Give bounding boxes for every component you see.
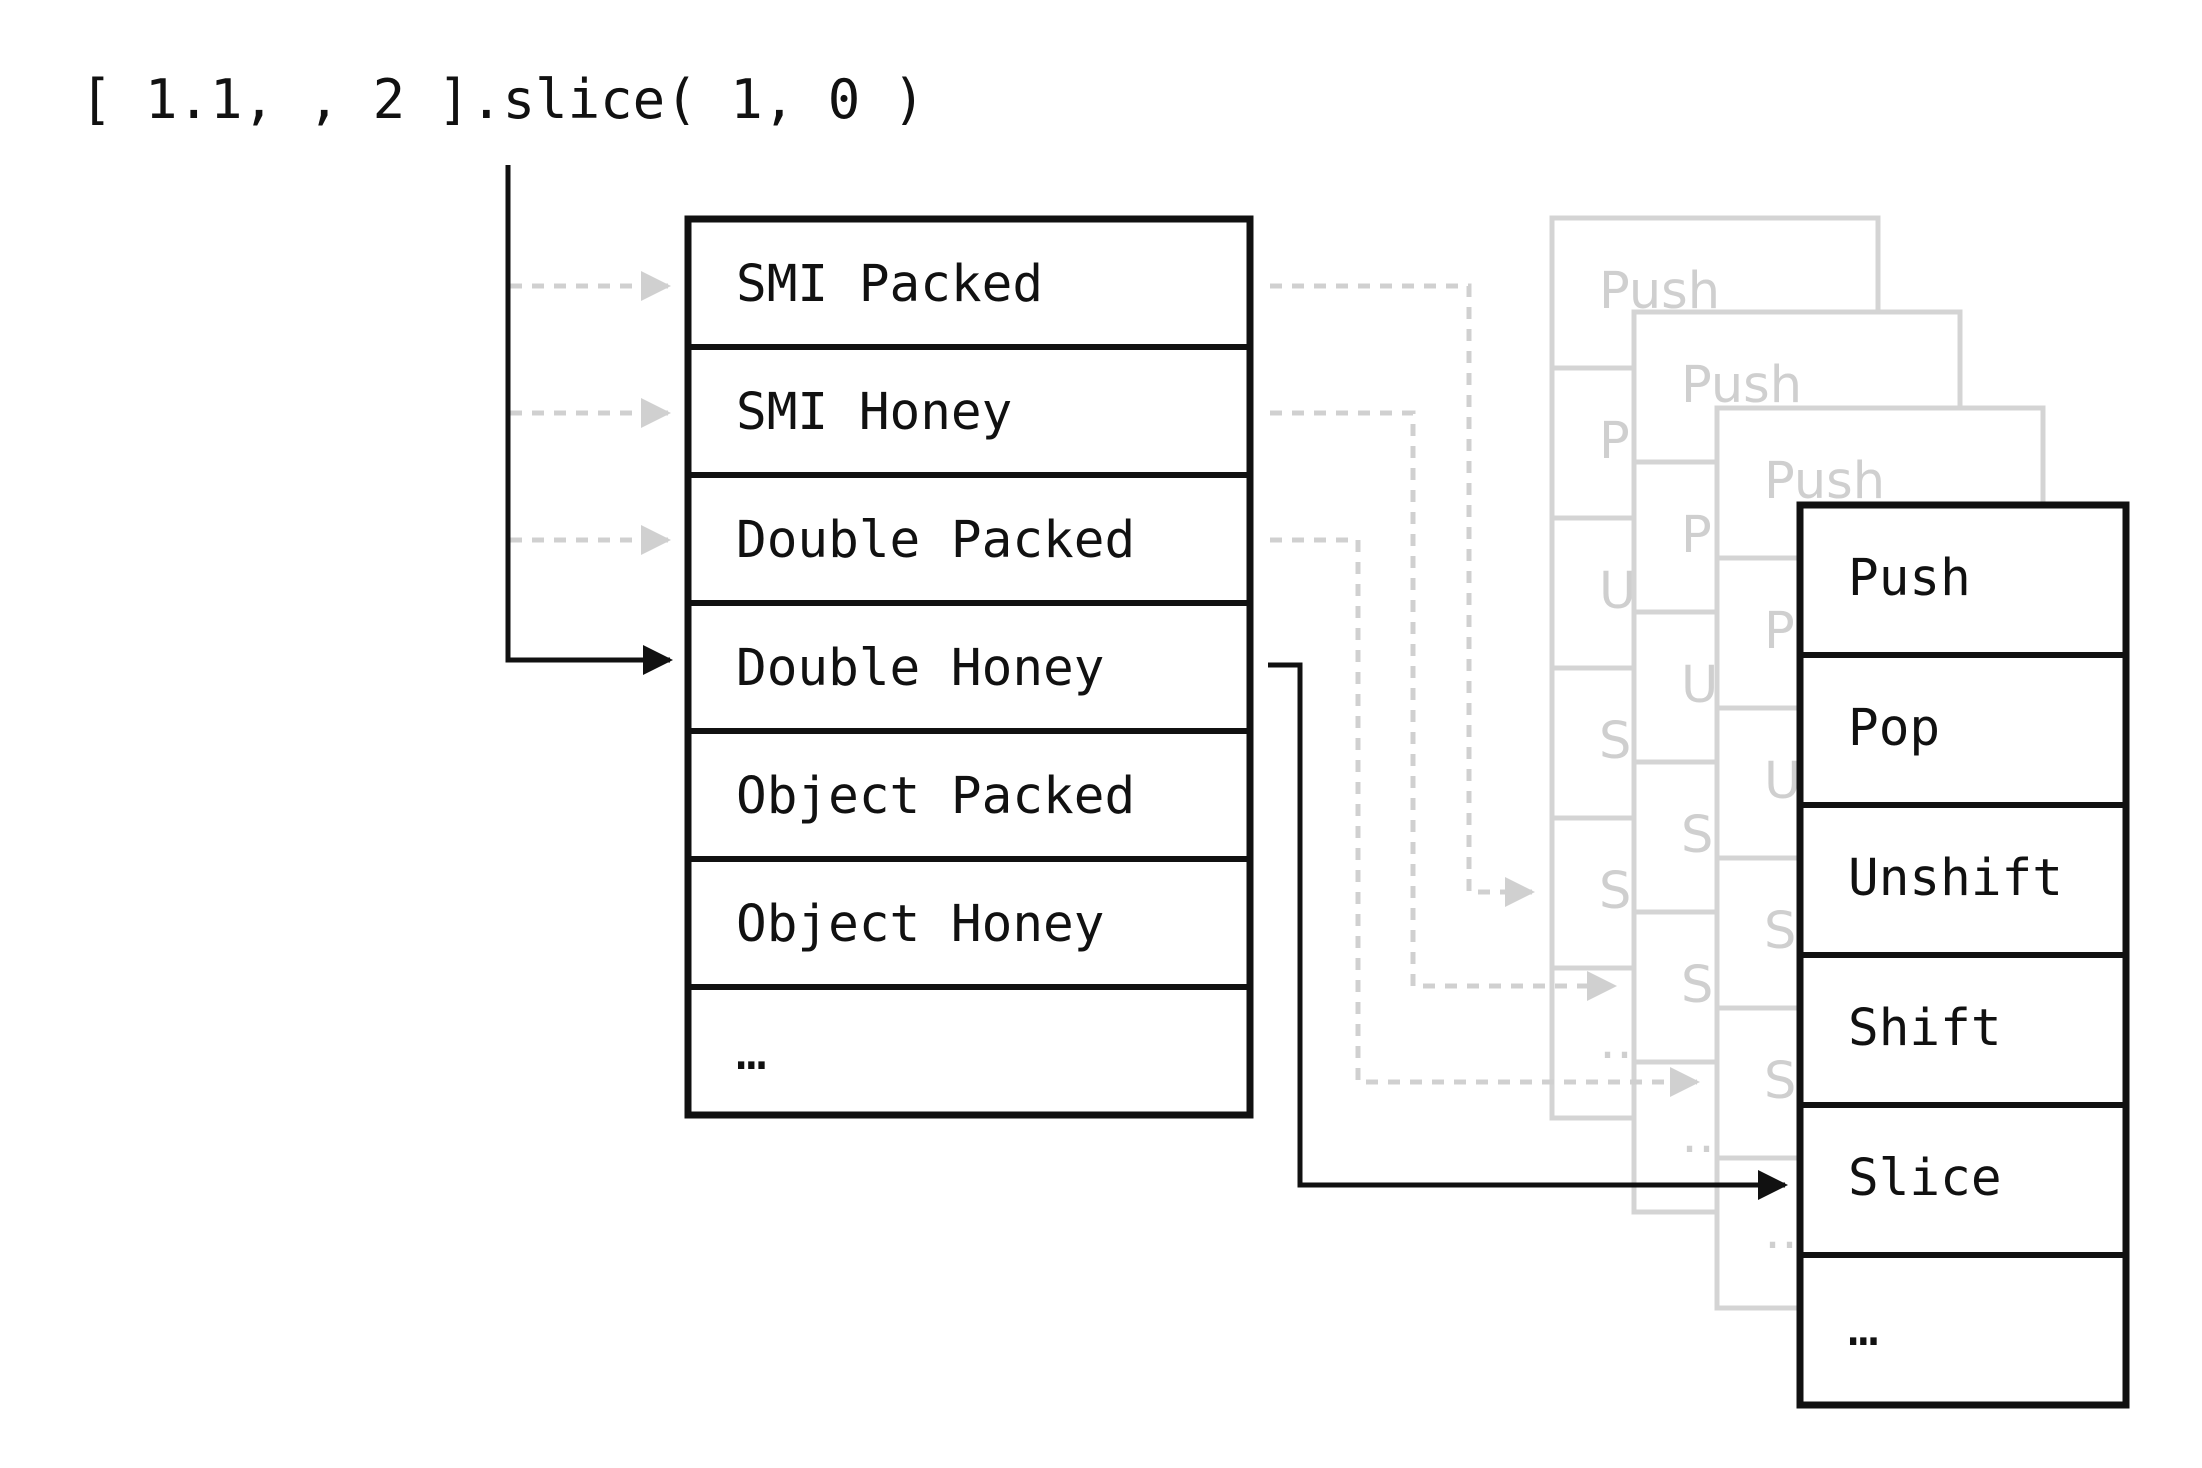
ghost-cell-label: U bbox=[1599, 562, 1636, 621]
elements-kind-double-honey: Double Honey bbox=[736, 639, 1104, 698]
solid-arrow-code-to-double-honey bbox=[505, 165, 673, 675]
elements-kind-object-packed: Object Packed bbox=[736, 767, 1135, 826]
ghost-cell-label: P bbox=[1599, 412, 1630, 471]
dispatch-arrows bbox=[505, 165, 1700, 1097]
ghost-cell-label: P bbox=[1764, 602, 1795, 661]
ghost-cell-label: U bbox=[1681, 656, 1718, 715]
dashed-arrow-double-packed-to-table bbox=[1270, 537, 1700, 1097]
elements-kind-object-honey: Object Honey bbox=[736, 895, 1104, 954]
dashed-arrow-smi-honey-to-table bbox=[1270, 410, 1617, 1001]
dashed-arrow-smi-packed-to-table bbox=[1270, 283, 1535, 907]
builtin-more: … bbox=[1848, 1299, 1879, 1358]
elements-kind-more: … bbox=[736, 1023, 767, 1082]
builtin-slice: Slice bbox=[1848, 1149, 2002, 1208]
ghost-cell-label: Push bbox=[1764, 452, 1885, 511]
ghost-cell-label: P bbox=[1681, 506, 1712, 565]
builtin-table: PushPopUnshiftShiftSlice … bbox=[1796, 501, 2130, 1409]
code-expression: [ 1.1, , 2 ].slice( 1, 0 ) bbox=[80, 68, 925, 131]
elements-kind-table-frame bbox=[684, 215, 1254, 1119]
ghost-cell-label: S bbox=[1764, 1052, 1796, 1111]
builtin-push: Push bbox=[1848, 549, 1971, 608]
ghost-cell-label: S bbox=[1764, 902, 1796, 961]
ghost-cell-label: S bbox=[1599, 862, 1631, 921]
elements-kind-smi-packed: SMI Packed bbox=[736, 255, 1043, 314]
builtin-shift: Shift bbox=[1848, 999, 2002, 1058]
elements-kind-smi-honey: SMI Honey bbox=[736, 383, 1012, 442]
ghost-cell-label: S bbox=[1599, 712, 1631, 771]
elements-kind-double-packed: Double Packed bbox=[736, 511, 1135, 570]
ghost-cell-label: Push bbox=[1681, 356, 1802, 415]
ghost-cell-label: S bbox=[1681, 956, 1713, 1015]
builtin-pop: Pop bbox=[1848, 699, 1940, 758]
ghost-cell-label: U bbox=[1764, 752, 1801, 811]
solid-arrow-double-honey-to-slice bbox=[1268, 662, 1788, 1200]
builtin-unshift: Unshift bbox=[1848, 849, 2063, 908]
ghost-cell-label: S bbox=[1681, 806, 1713, 865]
